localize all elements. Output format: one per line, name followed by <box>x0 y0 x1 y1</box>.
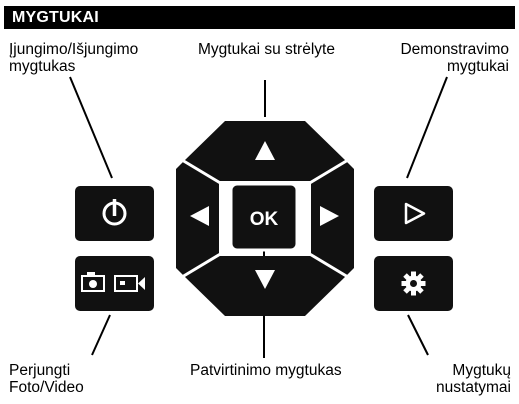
playback-label-line-2: mygtukai <box>446 58 509 75</box>
photo-video-leader-line <box>91 314 111 356</box>
photo-video-label: Perjungti Foto/Video <box>9 362 84 396</box>
playback-button[interactable] <box>374 186 453 241</box>
power-leader-line <box>69 76 113 179</box>
photo-video-label-line-1: Perjungti <box>9 362 71 379</box>
confirm-label-text: Patvirtinimo mygtukas <box>190 362 342 379</box>
settings-label-line-2: nustatymai <box>436 379 511 396</box>
separator-tl <box>181 158 223 186</box>
playback-leader-line <box>406 76 448 179</box>
arrow-left-icon <box>190 206 209 226</box>
settings-label-line-1: Mygtukų <box>452 362 511 379</box>
settings-label: Mygtukų nustatymai <box>430 362 511 396</box>
section-title: MYGTUKAI <box>12 9 99 26</box>
section-header: MYGTUKAI <box>4 6 515 29</box>
photo-video-icons <box>81 272 145 292</box>
separator-tr <box>307 158 349 186</box>
power-label: Įjungimo/Išjungimo mygtukas <box>9 41 138 75</box>
ok-button-label: OK <box>250 209 279 230</box>
playback-label: Demonstravimo mygtukai <box>395 41 509 75</box>
confirm-label: Patvirtinimo mygtukas <box>190 362 342 379</box>
play-outline-icon <box>404 202 426 225</box>
dpad-separators <box>181 158 349 279</box>
camera-icon <box>81 272 105 292</box>
arrows-label: Mygtukai su strėlyte <box>198 41 335 58</box>
separator-bl <box>181 251 223 279</box>
settings-button[interactable] <box>374 256 453 311</box>
arrow-down-icon <box>255 270 275 289</box>
separator-br <box>307 251 349 279</box>
power-label-line-2: mygtukas <box>9 58 76 75</box>
arrow-up-icon <box>255 141 275 160</box>
power-label-line-1: Įjungimo/Išjungimo <box>9 41 139 58</box>
photo-video-button[interactable] <box>75 256 154 311</box>
playback-label-line-1: Demonstravimo <box>400 41 509 58</box>
power-icon <box>102 199 127 226</box>
arrows-label-text: Mygtukai su strėlyte <box>198 41 335 58</box>
photo-video-label-line-2: Foto/Video <box>9 379 84 396</box>
gear-icon <box>401 271 426 296</box>
video-camera-icon <box>114 275 145 292</box>
arrow-right-icon <box>320 206 339 226</box>
settings-leader-line <box>407 314 429 356</box>
ok-button[interactable] <box>229 182 299 252</box>
power-button[interactable] <box>75 186 154 241</box>
